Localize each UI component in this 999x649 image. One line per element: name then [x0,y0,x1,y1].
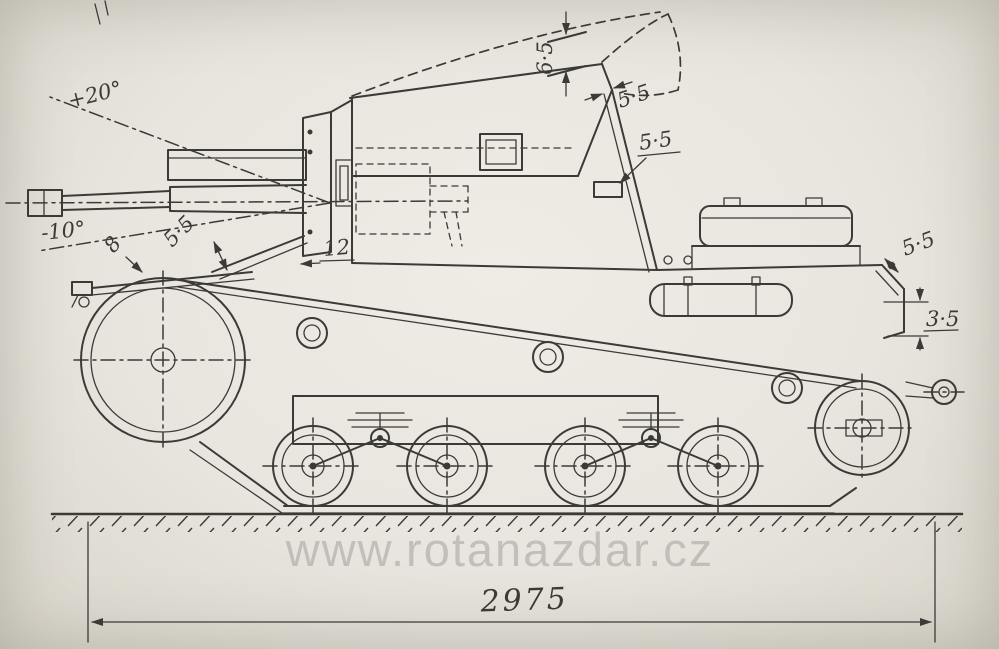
engine-intake-box [699,205,853,247]
running-gear [262,412,769,515]
hull-port [296,317,328,349]
hidden-breech-lines [355,147,577,247]
dimension-8: 8 [99,232,143,273]
label-dim-6-5-top: 6·5 [533,41,557,74]
dimension-overall-length: 2975 [87,521,936,643]
dimension-depression: -10° [40,216,87,245]
front-idler-wheel [73,270,253,450]
hull-side [292,317,803,445]
periscope-box [479,133,523,171]
watermark-text: www.rotanazdar.cz [285,523,714,576]
label-dim-5-5-rear: 5·5 [899,227,939,261]
track-tension-roller [905,379,965,405]
gun-mantlet [302,99,353,257]
ground-line [50,512,964,532]
label-dim-8: 8 [99,232,126,257]
muzzle-block [27,189,63,217]
bogie [584,412,719,467]
tow-bracket [71,281,93,296]
bogie [312,412,448,467]
dimension-3-5-rear: 3·5 [883,287,959,351]
label-dim-5-5-side: 5·5 [637,127,673,155]
stray-scan-marks [94,0,109,25]
dimension-5-5-front: 5·5 [159,211,228,271]
dimension-elevation: +20° [65,76,124,113]
gun-cradle [167,149,307,181]
hull-port [771,372,803,404]
dimension-5-5-rear: 5·5 [884,227,939,273]
casemate [349,63,658,273]
rear-deck [656,197,905,339]
dimension-5-5-top: 5·5 [584,80,653,113]
dimension-6-5-top: 6·5 [533,11,587,97]
vision-port [593,181,623,198]
label-dim-5-5-front: 5·5 [159,211,200,252]
dimension-5-5-side: 5·5 [619,127,681,184]
gun-assembly [27,149,307,217]
rear-idler-wheel [807,373,917,483]
exhaust-muffler [649,276,793,317]
label-dim-3-5-rear: 3·5 [926,307,959,331]
label-dim-5-5-top: 5·5 [614,80,653,113]
label-depression-angle: -10° [40,216,87,245]
dimension-12: 12 [300,235,355,268]
label-overall-length: 2975 [479,581,570,619]
hull-port [532,341,564,373]
label-elevation-angle: +20° [65,76,124,113]
canopy-dashed-outline [351,11,682,97]
label-dim-12: 12 [322,235,351,261]
